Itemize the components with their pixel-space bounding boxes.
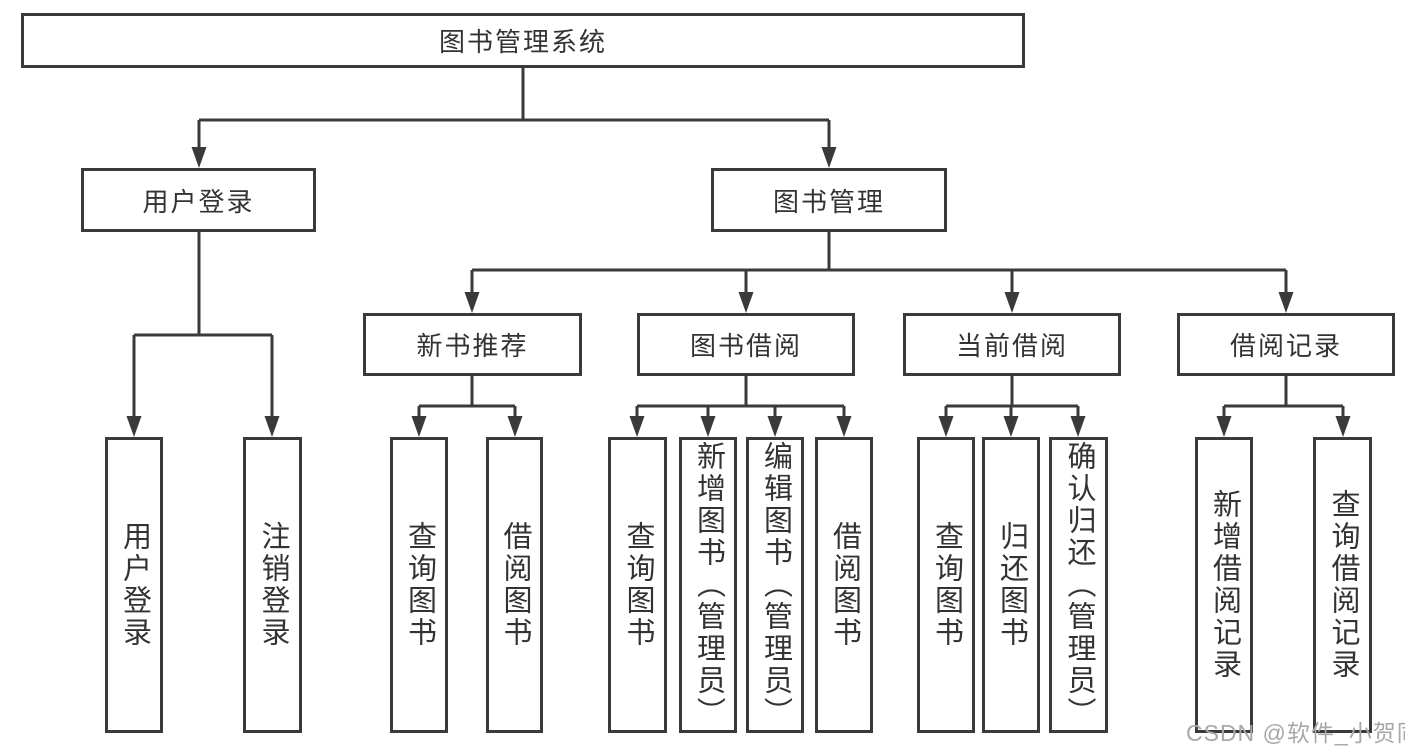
node-book-borrowing-label: 图书借阅 xyxy=(689,331,802,361)
node-borrowing-records: 借阅记录 xyxy=(1177,313,1395,376)
leaf-query-books-current: 查询图书 xyxy=(917,437,975,733)
leaf-add-book-admin: 新增图书（管理员） xyxy=(679,437,737,733)
leaf-add-borrow-record: 新增借阅记录 xyxy=(1195,437,1253,733)
node-book-borrowing: 图书借阅 xyxy=(637,313,855,376)
leaf-query-borrow-record: 查询借阅记录 xyxy=(1313,437,1372,733)
leaf-edit-book-admin-label: 编辑图书（管理员） xyxy=(759,441,792,729)
node-book-management-label: 图书管理 xyxy=(772,186,885,217)
node-current-borrowing-label: 当前借阅 xyxy=(955,331,1068,361)
leaf-query-books-recommend: 查询图书 xyxy=(390,437,448,733)
leaf-user-login: 用户登录 xyxy=(105,437,163,733)
leaf-logout-label: 注销登录 xyxy=(257,521,289,649)
node-new-book-recommend-label: 新书推荐 xyxy=(416,331,529,361)
leaf-borrow-books-recommend: 借阅图书 xyxy=(486,437,543,733)
leaf-return-books: 归还图书 xyxy=(982,437,1040,733)
leaf-borrow-books-recommend-label: 借阅图书 xyxy=(499,521,531,649)
leaf-return-books-label: 归还图书 xyxy=(995,521,1028,649)
leaf-query-books-recommend-label: 查询图书 xyxy=(403,521,436,649)
node-user-login: 用户登录 xyxy=(81,168,316,232)
leaf-user-login-label: 用户登录 xyxy=(118,521,151,649)
leaf-confirm-return-admin: 确认归还（管理员） xyxy=(1049,437,1108,733)
node-user-login-label: 用户登录 xyxy=(142,186,255,217)
leaf-query-books-borrowing: 查询图书 xyxy=(608,437,667,733)
leaf-borrow-books-borrowing: 借阅图书 xyxy=(815,437,873,733)
node-current-borrowing: 当前借阅 xyxy=(903,313,1121,376)
node-new-book-recommend: 新书推荐 xyxy=(363,313,582,376)
node-root-system-label: 图书管理系统 xyxy=(438,27,607,57)
leaf-borrow-books-borrowing-label: 借阅图书 xyxy=(828,521,861,649)
leaf-add-borrow-record-label: 新增借阅记录 xyxy=(1208,489,1241,681)
node-book-management: 图书管理 xyxy=(711,168,947,232)
leaf-edit-book-admin: 编辑图书（管理员） xyxy=(746,437,804,733)
leaf-query-borrow-record-label: 查询借阅记录 xyxy=(1327,489,1359,681)
node-root-system: 图书管理系统 xyxy=(21,13,1025,68)
csdn-watermark: CSDN @软件_小贺同学 xyxy=(1186,720,1405,746)
node-borrowing-records-label: 借阅记录 xyxy=(1229,331,1342,361)
leaf-confirm-return-admin-label: 确认归还（管理员） xyxy=(1063,441,1095,729)
leaf-logout: 注销登录 xyxy=(243,437,302,733)
leaf-query-books-current-label: 查询图书 xyxy=(930,521,963,649)
leaf-query-books-borrowing-label: 查询图书 xyxy=(622,521,654,649)
leaf-add-book-admin-label: 新增图书（管理员） xyxy=(692,441,725,729)
